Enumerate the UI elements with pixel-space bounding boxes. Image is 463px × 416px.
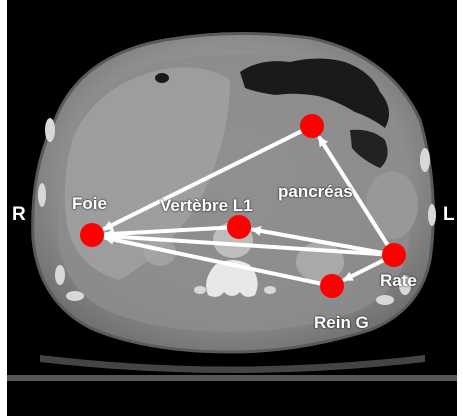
marker-pancreas [300, 114, 324, 138]
marker-rein [320, 274, 344, 298]
ct-table-line [7, 375, 457, 381]
spleen-region [366, 171, 418, 239]
orientation-right-label: R [12, 205, 26, 224]
orientation-left-label: L [443, 205, 455, 224]
label-rate: Rate [380, 272, 417, 289]
label-pancreas: pancréas [278, 183, 353, 200]
label-foie: Foie [72, 195, 107, 212]
ct-table [40, 355, 425, 373]
marker-rate [382, 243, 406, 267]
gas-bubble [155, 73, 169, 83]
marker-foie [80, 223, 104, 247]
label-rein: Rein G [314, 314, 369, 331]
marker-vertebre [227, 215, 251, 239]
label-vertebre: Vertèbre L1 [160, 197, 253, 214]
